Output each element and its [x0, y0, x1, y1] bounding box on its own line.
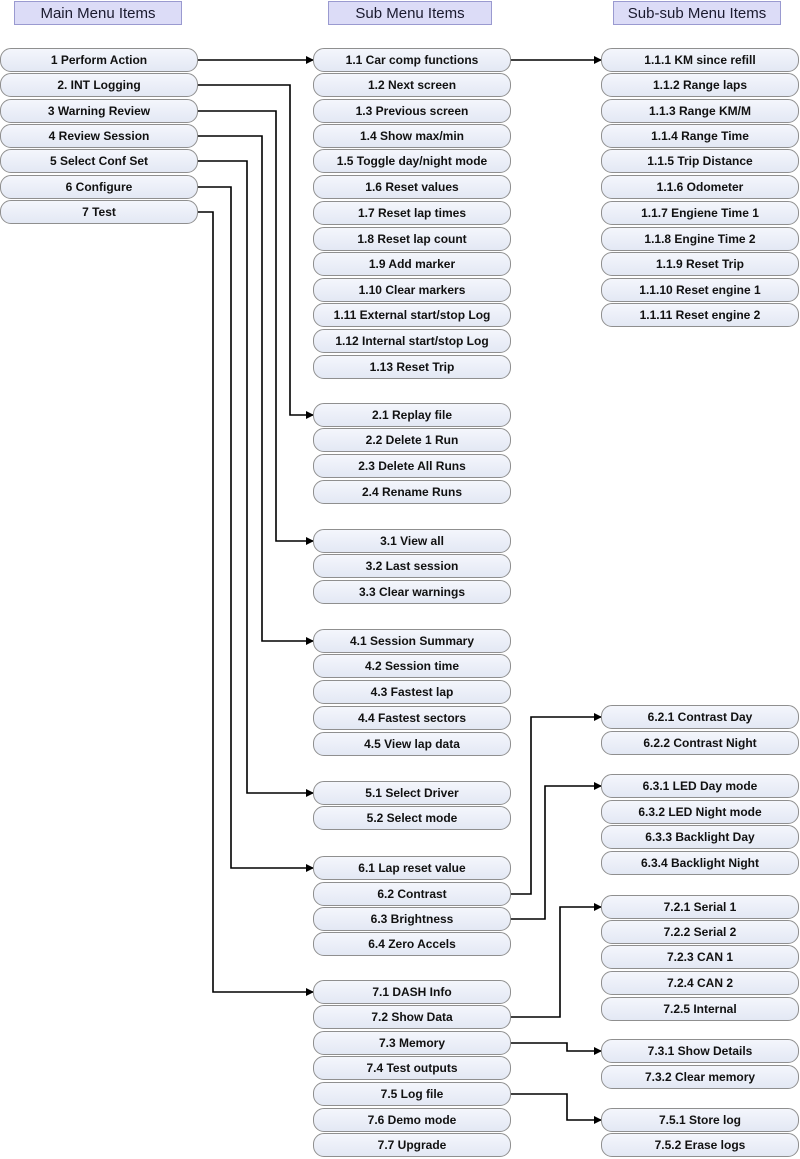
subsub-item-1-1-3[interactable]: 1.1.3 Range KM/M — [601, 99, 799, 123]
subsub-item-1-1-7[interactable]: 1.1.7 Engiene Time 1 — [601, 201, 799, 225]
sub-item-7-2[interactable]: 7.2 Show Data — [313, 1005, 511, 1029]
connector-6.3-to-6.3.1 — [511, 782, 602, 920]
sub-item-6-2[interactable]: 6.2 Contrast — [313, 882, 511, 906]
sub-item-1-5[interactable]: 1.5 Toggle day/night mode — [313, 149, 511, 173]
subsub-item-1-1-1[interactable]: 1.1.1 KM since refill — [601, 48, 799, 72]
connector-2-to-2.1 — [198, 84, 314, 419]
sub-item-1-8[interactable]: 1.8 Reset lap count — [313, 227, 511, 251]
sub-item-4-4[interactable]: 4.4 Fastest sectors — [313, 706, 511, 730]
subsub-item-1-1-2[interactable]: 1.1.2 Range laps — [601, 73, 799, 97]
sub-item-6-4[interactable]: 6.4 Zero Accels — [313, 932, 511, 956]
subsub-item-1-1-8[interactable]: 1.1.8 Engine Time 2 — [601, 227, 799, 251]
sub-item-3-1[interactable]: 3.1 View all — [313, 529, 511, 553]
main-item-perform-action[interactable]: 1 Perform Action — [0, 48, 198, 72]
sub-item-6-3[interactable]: 6.3 Brightness — [313, 907, 511, 931]
connector-3-to-3.1 — [198, 110, 314, 545]
sub-item-7-7[interactable]: 7.7 Upgrade — [313, 1133, 511, 1157]
subsub-item-6-3-2[interactable]: 6.3.2 LED Night mode — [601, 800, 799, 824]
connector-6-to-6.1 — [198, 186, 314, 872]
header-sub-menu: Sub Menu Items — [328, 1, 492, 25]
subsub-item-1-1-4[interactable]: 1.1.4 Range Time — [601, 124, 799, 148]
sub-item-2-3[interactable]: 2.3 Delete All Runs — [313, 454, 511, 478]
sub-item-4-2[interactable]: 4.2 Session time — [313, 654, 511, 678]
sub-item-1-11[interactable]: 1.11 External start/stop Log — [313, 303, 511, 327]
connector-5-to-5.1 — [198, 160, 314, 797]
subsub-item-1-1-9[interactable]: 1.1.9 Reset Trip — [601, 252, 799, 276]
sub-item-7-6[interactable]: 7.6 Demo mode — [313, 1108, 511, 1132]
sub-item-1-4[interactable]: 1.4 Show max/min — [313, 124, 511, 148]
sub-item-5-2[interactable]: 5.2 Select mode — [313, 806, 511, 830]
sub-item-1-3[interactable]: 1.3 Previous screen — [313, 99, 511, 123]
subsub-item-7-2-4[interactable]: 7.2.4 CAN 2 — [601, 971, 799, 995]
subsub-item-7-2-2[interactable]: 7.2.2 Serial 2 — [601, 920, 799, 944]
connector-7-to-7.1 — [198, 211, 314, 996]
sub-item-1-1[interactable]: 1.1 Car comp functions — [313, 48, 511, 72]
connector-4-to-4.1 — [198, 135, 314, 645]
sub-item-1-12[interactable]: 1.12 Internal start/stop Log — [313, 329, 511, 353]
sub-item-4-3[interactable]: 4.3 Fastest lap — [313, 680, 511, 704]
sub-item-1-10[interactable]: 1.10 Clear markers — [313, 278, 511, 302]
sub-item-2-4[interactable]: 2.4 Rename Runs — [313, 480, 511, 504]
sub-item-5-1[interactable]: 5.1 Select Driver — [313, 781, 511, 805]
subsub-item-1-1-11[interactable]: 1.1.11 Reset engine 2 — [601, 303, 799, 327]
subsub-item-1-1-6[interactable]: 1.1.6 Odometer — [601, 175, 799, 199]
main-item-configure[interactable]: 6 Configure — [0, 175, 198, 199]
main-item-test[interactable]: 7 Test — [0, 200, 198, 224]
subsub-item-6-2-2[interactable]: 6.2.2 Contrast Night — [601, 731, 799, 755]
main-item-select-conf-set[interactable]: 5 Select Conf Set — [0, 149, 198, 173]
subsub-item-6-3-3[interactable]: 6.3.3 Backlight Day — [601, 825, 799, 849]
subsub-item-7-2-5[interactable]: 7.2.5 Internal — [601, 997, 799, 1021]
sub-item-1-9[interactable]: 1.9 Add marker — [313, 252, 511, 276]
connector-6.2-to-6.2.1 — [511, 713, 602, 895]
connector-7.2-to-7.2.1 — [511, 903, 602, 1018]
subsub-item-6-3-1[interactable]: 6.3.1 LED Day mode — [601, 774, 799, 798]
subsub-item-7-5-2[interactable]: 7.5.2 Erase logs — [601, 1133, 799, 1157]
main-item-review-session[interactable]: 4 Review Session — [0, 124, 198, 148]
subsub-item-7-2-3[interactable]: 7.2.3 CAN 1 — [601, 945, 799, 969]
main-item-warning-review[interactable]: 3 Warning Review — [0, 99, 198, 123]
subsub-item-1-1-10[interactable]: 1.1.10 Reset engine 1 — [601, 278, 799, 302]
sub-item-7-1[interactable]: 7.1 DASH Info — [313, 980, 511, 1004]
sub-item-4-5[interactable]: 4.5 View lap data — [313, 732, 511, 756]
subsub-item-6-3-4[interactable]: 6.3.4 Backlight Night — [601, 851, 799, 875]
sub-item-1-2[interactable]: 1.2 Next screen — [313, 73, 511, 97]
sub-item-4-1[interactable]: 4.1 Session Summary — [313, 629, 511, 653]
header-subsub-menu: Sub-sub Menu Items — [613, 1, 781, 25]
sub-item-1-6[interactable]: 1.6 Reset values — [313, 175, 511, 199]
main-item-int-logging[interactable]: 2. INT Logging — [0, 73, 198, 97]
sub-item-1-7[interactable]: 1.7 Reset lap times — [313, 201, 511, 225]
subsub-item-1-1-5[interactable]: 1.1.5 Trip Distance — [601, 149, 799, 173]
subsub-item-7-3-1[interactable]: 7.3.1 Show Details — [601, 1039, 799, 1063]
sub-item-2-2[interactable]: 2.2 Delete 1 Run — [313, 428, 511, 452]
sub-item-3-3[interactable]: 3.3 Clear warnings — [313, 580, 511, 604]
sub-item-6-1[interactable]: 6.1 Lap reset value — [313, 856, 511, 880]
sub-item-2-1[interactable]: 2.1 Replay file — [313, 403, 511, 427]
subsub-item-7-5-1[interactable]: 7.5.1 Store log — [601, 1108, 799, 1132]
sub-item-3-2[interactable]: 3.2 Last session — [313, 554, 511, 578]
sub-item-7-3[interactable]: 7.3 Memory — [313, 1031, 511, 1055]
connector-7.5-to-7.5.1 — [511, 1093, 602, 1124]
subsub-item-7-3-2[interactable]: 7.3.2 Clear memory — [601, 1065, 799, 1089]
subsub-item-6-2-1[interactable]: 6.2.1 Contrast Day — [601, 705, 799, 729]
sub-item-7-4[interactable]: 7.4 Test outputs — [313, 1056, 511, 1080]
sub-item-1-13[interactable]: 1.13 Reset Trip — [313, 355, 511, 379]
sub-item-7-5[interactable]: 7.5 Log file — [313, 1082, 511, 1106]
connector-7.3-to-7.3.1 — [511, 1042, 602, 1055]
subsub-item-7-2-1[interactable]: 7.2.1 Serial 1 — [601, 895, 799, 919]
header-main-menu: Main Menu Items — [14, 1, 182, 25]
